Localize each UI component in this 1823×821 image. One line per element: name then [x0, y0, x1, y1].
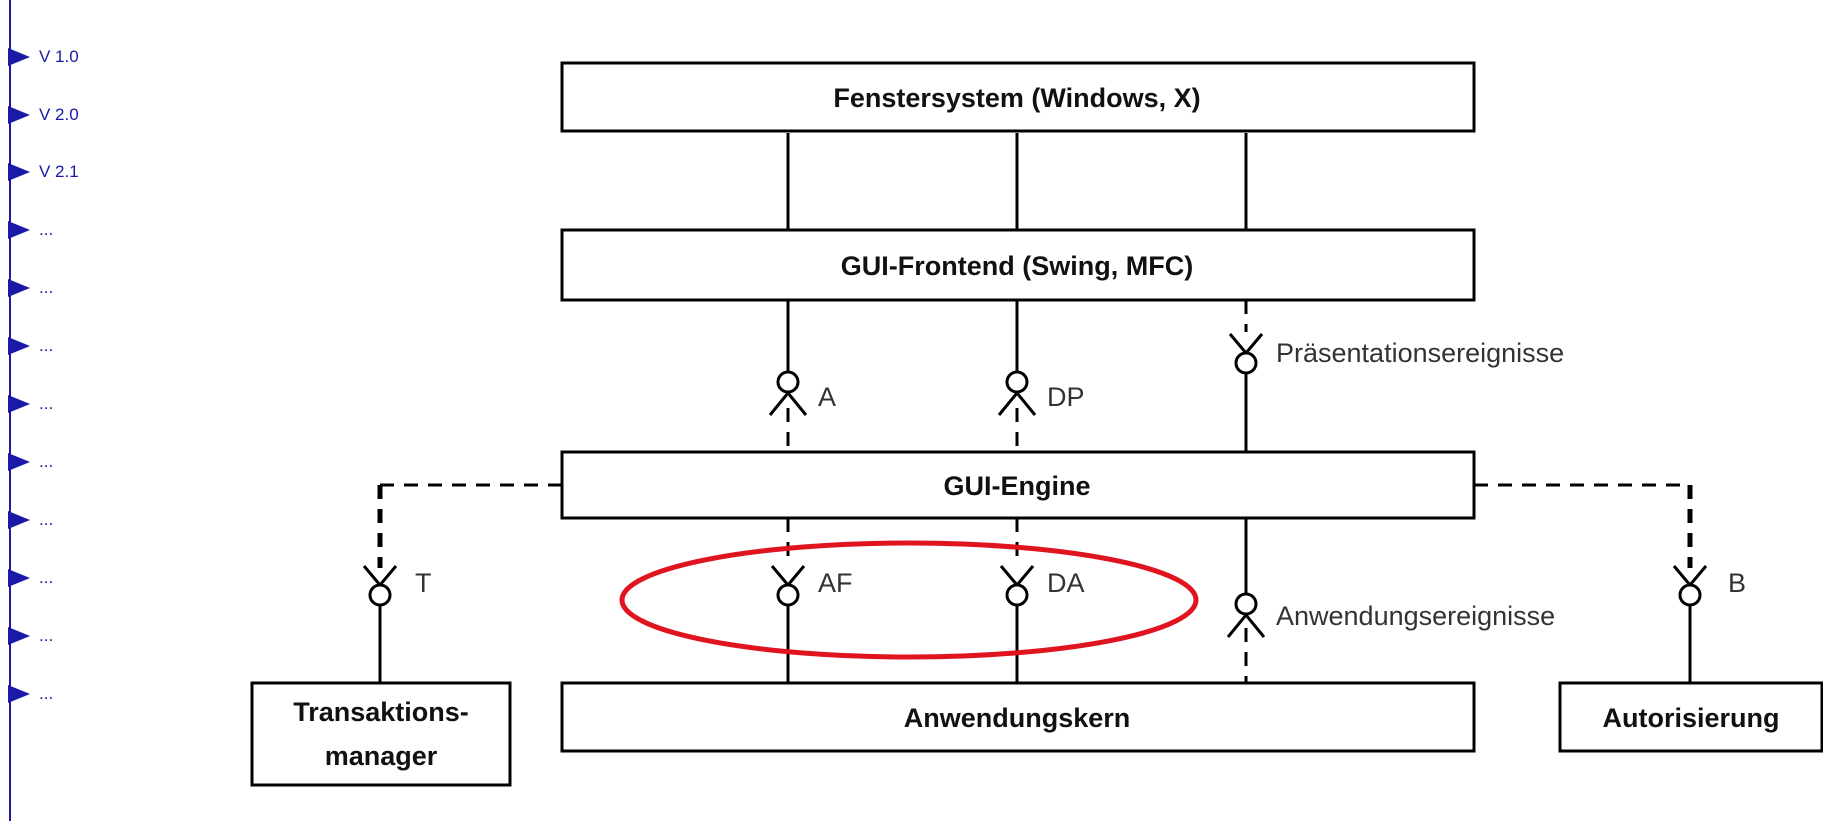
triangle-bullet-icon — [8, 569, 30, 587]
nav-item-label: ... — [39, 626, 54, 645]
nav-item-label: ... — [39, 568, 54, 587]
nav-item-label: ... — [39, 220, 54, 239]
sidebar-nav: V 1.0 V 2.0 V 2.1 ... ... ... ... ... ..… — [0, 0, 160, 821]
interface-symbol-praesentation — [1228, 333, 1264, 375]
box-label-transaktions: Transaktions- — [293, 697, 469, 727]
interface-label-anwendung: Anwendungsereignisse — [1276, 601, 1555, 631]
triangle-bullet-icon — [8, 48, 30, 66]
nav-item-more[interactable]: ... — [8, 450, 53, 474]
interface-symbol-t — [362, 565, 398, 607]
box-fenstersystem — [560, 61, 1476, 133]
box-transaktionsmanager — [250, 681, 512, 787]
interface-symbol-dp — [997, 370, 1037, 416]
interface-label-t: T — [415, 568, 432, 598]
triangle-bullet-icon — [8, 685, 30, 703]
nav-item-more[interactable]: ... — [8, 218, 53, 242]
nav-item-label: ... — [39, 510, 54, 529]
box-label-gui-engine: GUI-Engine — [944, 471, 1091, 501]
triangle-bullet-icon — [8, 163, 30, 181]
interface-label-a: A — [818, 382, 836, 412]
triangle-bullet-icon — [8, 627, 30, 645]
box-label-fenstersystem: Fenstersystem (Windows, X) — [833, 83, 1200, 113]
interface-label-praesentation: Präsentationsereignisse — [1276, 338, 1564, 368]
nav-item-label: ... — [39, 278, 54, 297]
nav-item-label: V 2.0 — [39, 105, 79, 124]
box-label-gui-frontend: GUI-Frontend (Swing, MFC) — [841, 251, 1193, 281]
interface-label-b: B — [1728, 568, 1746, 598]
nav-item-label: ... — [39, 336, 54, 355]
box-label-anwendungskern: Anwendungskern — [904, 703, 1131, 733]
triangle-bullet-icon — [8, 279, 30, 297]
interface-symbol-b — [1672, 565, 1708, 607]
triangle-bullet-icon — [8, 106, 30, 124]
nav-item-v2-0[interactable]: V 2.0 — [8, 103, 79, 127]
nav-item-label: V 2.1 — [39, 162, 79, 181]
nav-item-more[interactable]: ... — [8, 334, 53, 358]
nav-item-label: ... — [39, 394, 54, 413]
interface-symbol-af — [770, 565, 806, 607]
interface-symbol-a — [768, 370, 808, 416]
box-anwendungskern — [560, 681, 1476, 753]
box-gui-frontend — [560, 228, 1476, 302]
nav-item-more[interactable]: ... — [8, 566, 53, 590]
triangle-bullet-icon — [8, 395, 30, 413]
interface-label-af: AF — [818, 568, 853, 598]
nav-item-v2-1[interactable]: V 2.1 — [8, 160, 79, 184]
interface-symbol-anwendung — [1226, 592, 1266, 638]
box-autorisierung — [1558, 681, 1823, 753]
nav-item-more[interactable]: ... — [8, 276, 53, 300]
box-label-autorisierung: Autorisierung — [1602, 703, 1779, 733]
nav-item-more[interactable]: ... — [8, 392, 53, 416]
nav-item-label: ... — [39, 684, 54, 703]
nav-item-more[interactable]: ... — [8, 624, 53, 648]
box-label-manager: manager — [325, 741, 438, 771]
nav-item-more[interactable]: ... — [8, 508, 53, 532]
nav-item-label: ... — [39, 452, 54, 471]
triangle-bullet-icon — [8, 511, 30, 529]
triangle-bullet-icon — [8, 453, 30, 471]
nav-item-more[interactable]: ... — [8, 682, 53, 706]
nav-item-label: V 1.0 — [39, 47, 79, 66]
interface-label-dp: DP — [1047, 382, 1085, 412]
interface-symbol-da — [999, 565, 1035, 607]
interface-label-da: DA — [1047, 568, 1085, 598]
triangle-bullet-icon — [8, 221, 30, 239]
triangle-bullet-icon — [8, 337, 30, 355]
nav-item-v1-0[interactable]: V 1.0 — [8, 45, 79, 69]
highlight-ellipse — [619, 540, 1199, 660]
box-gui-engine — [560, 450, 1476, 520]
